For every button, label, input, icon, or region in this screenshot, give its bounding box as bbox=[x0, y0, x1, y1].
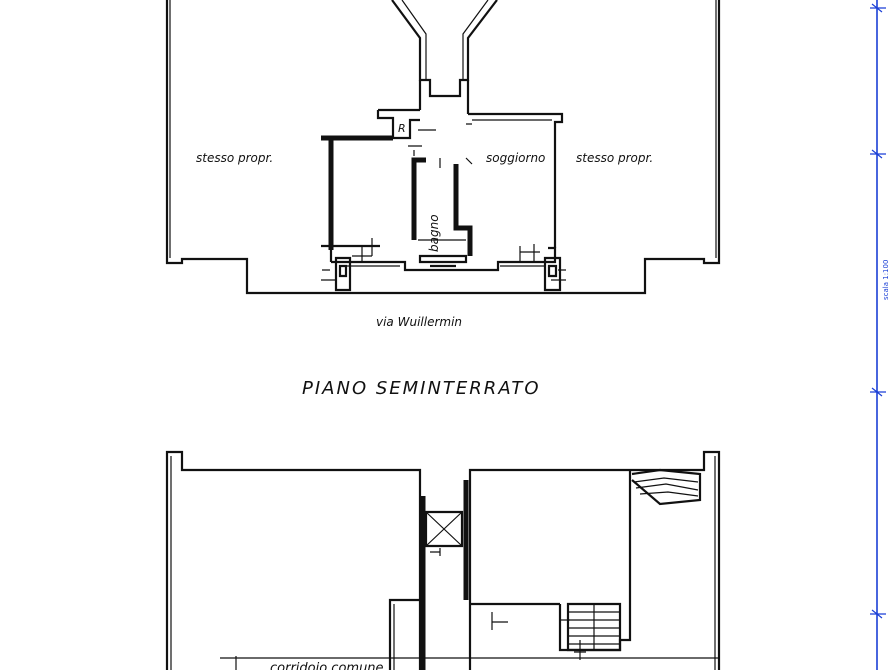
r-door-marks bbox=[408, 129, 436, 156]
staircase bbox=[566, 602, 622, 660]
lower-left-step bbox=[388, 598, 420, 670]
lower-corridor-label: corridoio comune bbox=[270, 661, 384, 670]
light-well-funnel bbox=[391, 0, 498, 98]
lower-right-room bbox=[470, 470, 632, 652]
bathroom-inner bbox=[418, 157, 473, 241]
light-well-base bbox=[418, 80, 470, 114]
living-room-top-inner bbox=[466, 119, 552, 125]
shaft-marks bbox=[430, 548, 441, 556]
left-property-label: stesso propr. bbox=[196, 151, 273, 165]
light-well-inner bbox=[401, 0, 489, 80]
upper-outer-wall bbox=[165, 0, 721, 295]
lower-door-marks bbox=[491, 612, 570, 630]
bathroom-label: bagno bbox=[427, 214, 441, 252]
upper-floor-plan: R bagno soggiorno stesso propr. stesso p… bbox=[165, 0, 721, 329]
small-room-label: R bbox=[398, 122, 406, 135]
facade-wall-line bbox=[321, 265, 566, 281]
bathroom-walls bbox=[411, 157, 473, 256]
shaft-cross bbox=[425, 511, 463, 547]
dimension-line: scala 1:100 bbox=[870, 0, 890, 670]
right-property-label: stesso propr. bbox=[576, 151, 653, 165]
right-window-pier bbox=[543, 256, 562, 292]
lower-bottom-wall bbox=[220, 656, 720, 670]
left-window-pier bbox=[334, 256, 352, 292]
facade-ticks bbox=[322, 246, 566, 271]
diagonal-stair bbox=[631, 468, 702, 506]
lower-floor-plan: corridoio comune bbox=[165, 450, 721, 670]
bathroom-window bbox=[418, 254, 468, 268]
lower-outer-wall-left bbox=[165, 450, 422, 670]
living-room-top bbox=[468, 112, 564, 248]
margin-scale-note: scala 1:100 bbox=[882, 260, 890, 300]
floor-title: PIANO SEMINTERRATO bbox=[302, 378, 540, 399]
street-label: via Wuillermin bbox=[376, 315, 462, 329]
left-room-bottom bbox=[321, 244, 380, 262]
living-door bbox=[519, 244, 540, 262]
living-room-label: soggiorno bbox=[486, 151, 545, 165]
lower-outer-wall-right bbox=[468, 450, 721, 670]
facade-inner-wall bbox=[331, 246, 557, 272]
